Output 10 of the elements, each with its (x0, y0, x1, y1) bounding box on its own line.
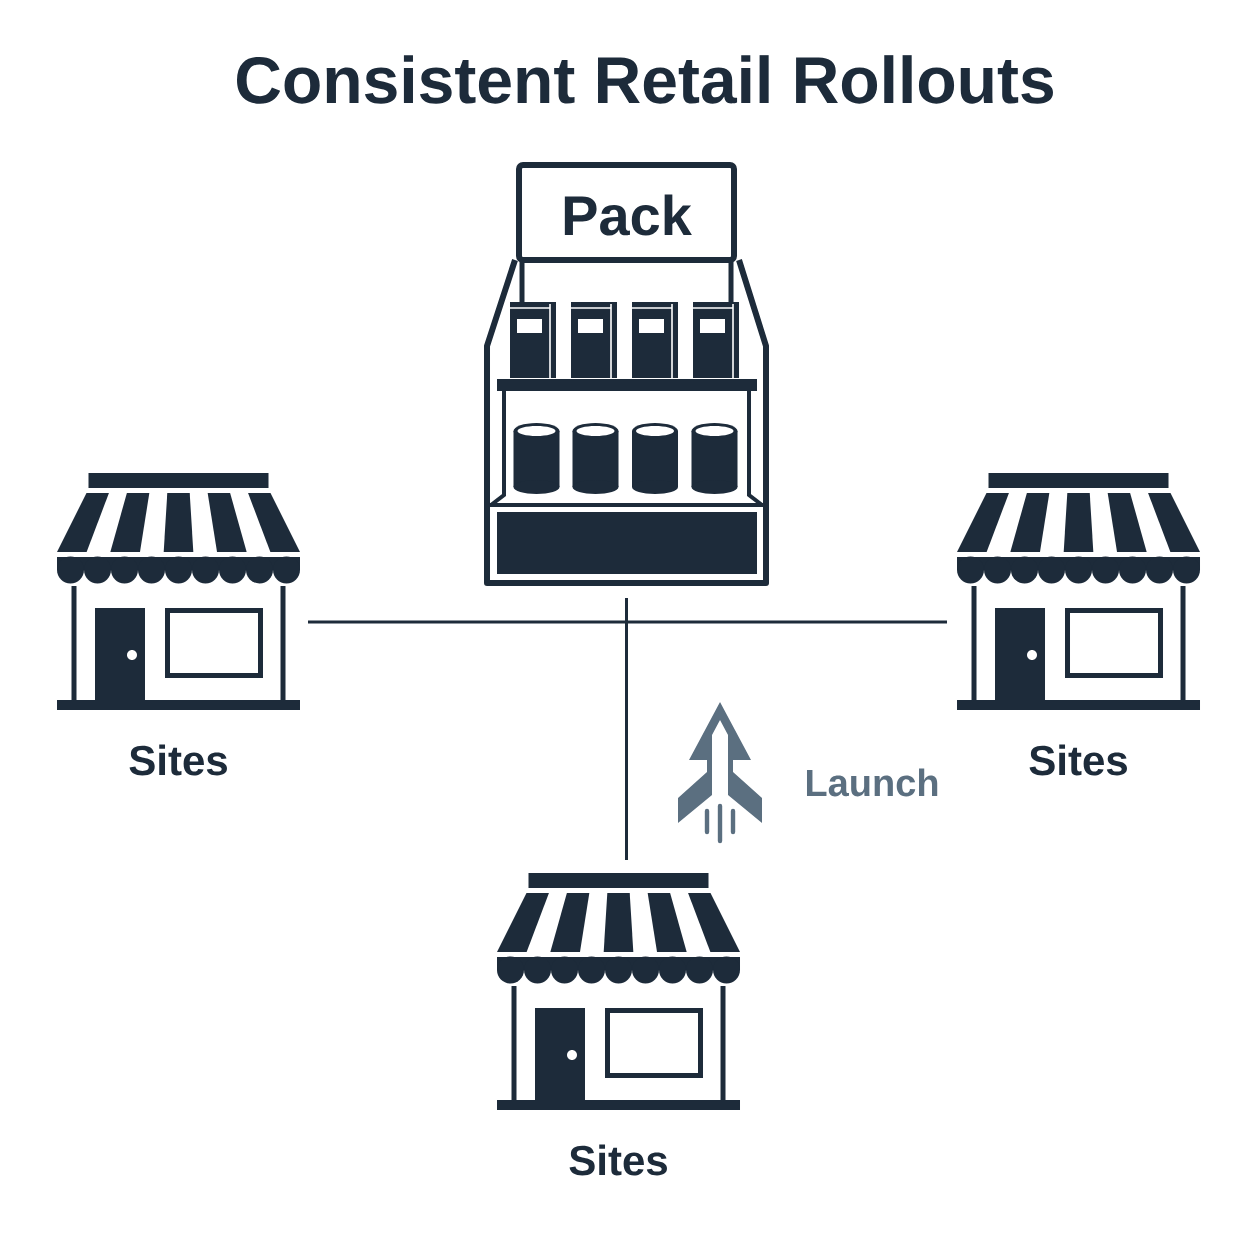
connector-line (308, 620, 627, 624)
connector-line (625, 598, 628, 622)
display-stand: Pack (484, 162, 769, 586)
connector-line (625, 622, 628, 860)
node-label: Sites (569, 1144, 667, 1176)
node-label: Sites (129, 744, 227, 776)
title: Consistent Retail Rollouts (237, 55, 1053, 104)
node-label: Sites (1029, 744, 1127, 776)
text-label: Launch (807, 768, 938, 797)
connector-line (626, 620, 947, 624)
